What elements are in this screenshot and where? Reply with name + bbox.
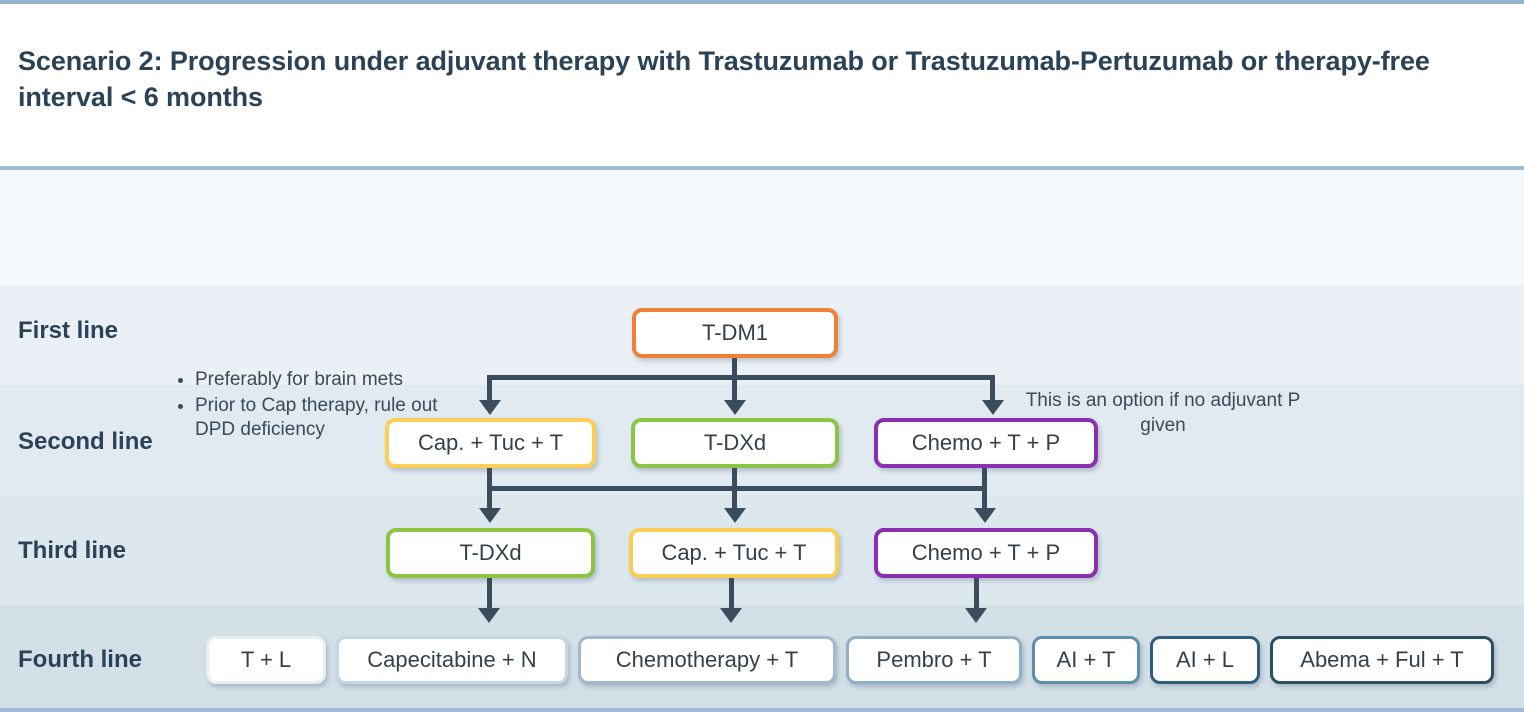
connector-bus-second (487, 486, 987, 491)
node-label: Capecitabine + N (367, 647, 537, 672)
note-bullet-2: Prior to Cap therapy, rule out DPD defic… (195, 394, 448, 442)
node-third-line-chemo-t-p[interactable]: Chemo + T + P (874, 528, 1098, 578)
top-rule (0, 0, 1524, 4)
arrowhead-fourth-right (965, 608, 987, 623)
arrowhead-fourth-left (478, 608, 500, 623)
node-first-line-tdm1[interactable]: T-DM1 (632, 308, 838, 358)
page-title: Scenario 2: Progression under adjuvant t… (18, 46, 1430, 112)
node-second-line-chemo-t-p[interactable]: Chemo + T + P (874, 418, 1098, 468)
arrowhead-second-left (479, 400, 501, 415)
connector-stem-3c (974, 578, 979, 612)
node-fourth-line-capecitabine-n[interactable]: Capecitabine + N (336, 636, 568, 684)
band-top (0, 170, 1524, 285)
node-fourth-line-t-l[interactable]: T + L (206, 636, 326, 684)
node-label: Cap. + Tuc + T (417, 430, 564, 455)
note-right-adjuvant: This is an option if no adjuvant P given (1025, 390, 1301, 436)
node-label: T-DXd (459, 540, 522, 565)
connector-stem-3b (729, 578, 734, 612)
arrowhead-third-mid (724, 508, 746, 523)
arrowhead-third-left (479, 508, 501, 523)
node-label: Cap. + Tuc + T (661, 540, 807, 565)
node-label: AI + T (1056, 647, 1116, 672)
node-fourth-line-ai-l[interactable]: AI + L (1150, 636, 1260, 684)
connector-bus-first (487, 375, 995, 380)
note-bullet-1: Preferably for brain mets (195, 368, 448, 392)
row-label-second-line: Second line (18, 428, 153, 455)
row-label-first-line: First line (18, 317, 119, 344)
node-fourth-line-pembro-t[interactable]: Pembro + T (846, 636, 1022, 684)
node-label: Abema + Ful + T (1300, 647, 1464, 672)
node-label: T-DM1 (702, 320, 768, 345)
connector-drop-left-1 (487, 375, 492, 405)
connector-drop-right-1 (990, 375, 995, 405)
node-label: Pembro + T (876, 647, 992, 672)
node-third-line-tdxd[interactable]: T-DXd (386, 528, 595, 578)
node-label: AI + L (1175, 647, 1235, 672)
note-left-bullets: Preferably for brain mets Prior to Cap t… (178, 368, 448, 443)
connector-stem-3a (487, 578, 492, 612)
node-second-line-cap-tuc-t[interactable]: Cap. + Tuc + T (385, 418, 596, 468)
arrowhead-second-mid (724, 400, 746, 415)
node-second-line-tdxd[interactable]: T-DXd (631, 418, 839, 468)
arrowhead-second-right (982, 400, 1004, 415)
node-third-line-cap-tuc-t[interactable]: Cap. + Tuc + T (629, 528, 839, 578)
node-label: Chemo + T + P (911, 430, 1061, 455)
node-label: Chemotherapy + T (615, 647, 799, 672)
node-label: Chemo + T + P (911, 540, 1061, 565)
node-label: T-DXd (703, 430, 767, 455)
row-label-third-line: Third line (18, 537, 126, 564)
arrowhead-third-right (974, 508, 996, 523)
node-fourth-line-ai-t[interactable]: AI + T (1032, 636, 1140, 684)
node-label: T + L (240, 647, 292, 672)
node-fourth-line-chemotherapy-t[interactable]: Chemotherapy + T (578, 636, 836, 684)
node-fourth-line-abema-ful-t[interactable]: Abema + Ful + T (1270, 636, 1494, 684)
connector-tdm1-stem (732, 358, 737, 405)
bottom-rule (0, 708, 1524, 712)
arrowhead-fourth-mid (720, 608, 742, 623)
row-label-fourth-line: Fourth line (18, 646, 142, 673)
title-divider (0, 166, 1524, 170)
